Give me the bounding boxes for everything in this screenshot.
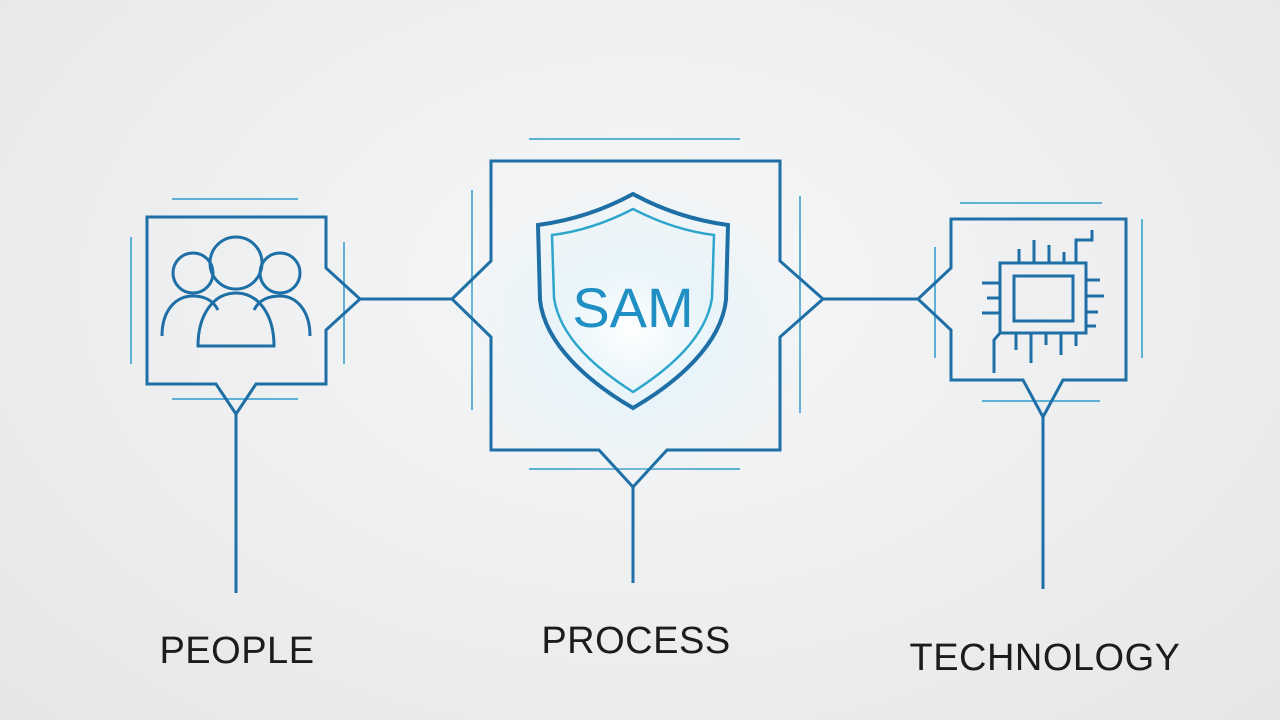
people-node xyxy=(130,198,363,417)
connector-lines xyxy=(234,297,1045,593)
label-process: PROCESS xyxy=(541,620,731,662)
technology-decor-lines xyxy=(934,202,1143,402)
label-people: PEOPLE xyxy=(159,630,315,672)
technology-frame xyxy=(915,217,1128,421)
shield-badge-text: SAM xyxy=(572,276,693,339)
people-decor-lines xyxy=(130,198,345,400)
cpu-chip-icon xyxy=(982,230,1104,373)
people-frame xyxy=(145,215,363,417)
process-node: SAM xyxy=(449,138,826,490)
label-technology: TECHNOLOGY xyxy=(909,637,1181,679)
shield-icon xyxy=(535,191,731,411)
people-group-icon xyxy=(160,235,312,348)
process-frame xyxy=(449,159,826,490)
shield-glow xyxy=(458,180,808,480)
technology-node xyxy=(915,202,1143,421)
